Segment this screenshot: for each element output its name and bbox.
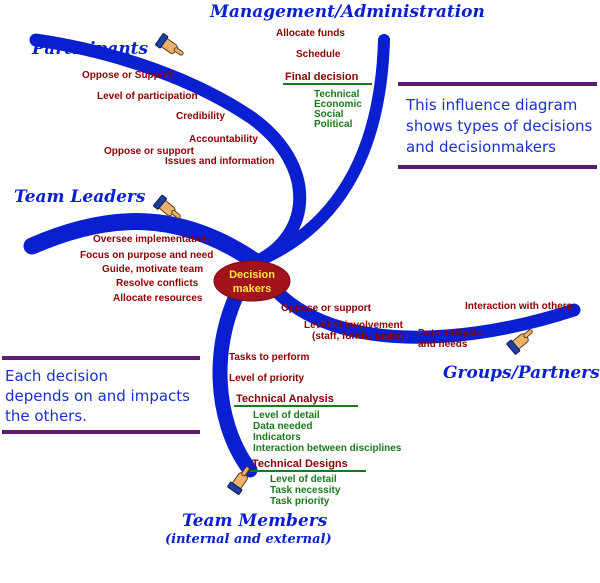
participants-item: Oppose or support xyxy=(104,146,195,157)
team-leader-item: Oversee implementation xyxy=(93,234,209,245)
final-decision-item: Social xyxy=(314,109,344,120)
callout-left-line: depends on and impacts xyxy=(5,387,190,405)
technical-analysis-item: Level of detail xyxy=(253,410,320,421)
participants-item: Oppose or Support xyxy=(82,70,174,81)
team-leader-item: Allocate resources xyxy=(113,293,203,304)
group-team-members: Team Members xyxy=(182,511,328,531)
final-decision-item: Economic xyxy=(314,99,362,110)
center-node: Decision makers xyxy=(213,260,291,302)
callout-left: Each decision depends on and impacts the… xyxy=(2,356,200,434)
group-management: Management/Administration xyxy=(209,2,485,22)
participants-item: Accountability xyxy=(189,134,258,145)
partner-item: (staff, funds, tasks) xyxy=(312,331,404,342)
technical-designs-item: Level of detail xyxy=(270,474,337,485)
team-leader-item: Resolve conflicts xyxy=(116,278,199,289)
center-line-2: makers xyxy=(233,283,272,295)
partner-item: Data analysis xyxy=(418,328,482,339)
partner-item: Level of involvement xyxy=(304,320,404,331)
group-partners: Groups/Partners xyxy=(443,363,600,383)
center-line-1: Decision xyxy=(229,269,275,281)
technical-designs-header: Technical Designs xyxy=(252,458,348,470)
arm-team-leaders xyxy=(23,213,265,271)
callout-right: This influence diagram shows types of de… xyxy=(398,82,597,169)
callout-right-line: and decisionmakers xyxy=(406,138,556,156)
final-decision-item: Political xyxy=(314,119,353,130)
pointing-hand-icon xyxy=(154,32,187,62)
group-team-leaders: Team Leaders xyxy=(14,187,146,207)
callout-left-line: Each decision xyxy=(5,367,108,385)
participants-item: Credibility xyxy=(176,111,225,122)
management-item: Schedule xyxy=(296,49,341,60)
technical-analysis-header: Technical Analysis xyxy=(236,393,334,405)
callout-right-line: This influence diagram xyxy=(405,96,577,114)
technical-analysis-item: Interaction between disciplines xyxy=(253,443,402,454)
final-decision-item: Technical xyxy=(314,89,360,100)
final-decision-header: Final decision xyxy=(285,71,359,83)
partner-item: and needs xyxy=(418,339,468,350)
technical-analysis-item: Data needed xyxy=(253,421,312,432)
technical-designs-item: Task necessity xyxy=(270,485,341,496)
team-leader-item: Guide, motivate team xyxy=(102,264,203,275)
group-team-members-sub: (internal and external) xyxy=(165,532,332,547)
arm-participants xyxy=(29,33,307,269)
technical-designs-item: Task priority xyxy=(270,496,330,507)
technical-analysis-item: Indicators xyxy=(253,432,301,443)
group-participants: Participants xyxy=(31,39,149,59)
callout-left-line: the others. xyxy=(5,407,87,425)
participants-item: Level of participation xyxy=(97,91,198,102)
team-leader-item: Focus on purpose and need xyxy=(80,250,213,261)
partner-item: Oppose or support xyxy=(281,303,372,314)
member-item: Tasks to perform xyxy=(229,352,309,363)
member-item: Level of priority xyxy=(229,373,304,384)
management-item: Allocate funds xyxy=(276,28,345,39)
callout-right-line: shows types of decisions xyxy=(406,117,592,135)
partner-item: Interaction with others xyxy=(465,301,573,312)
participants-item: Issues and information xyxy=(165,156,274,167)
